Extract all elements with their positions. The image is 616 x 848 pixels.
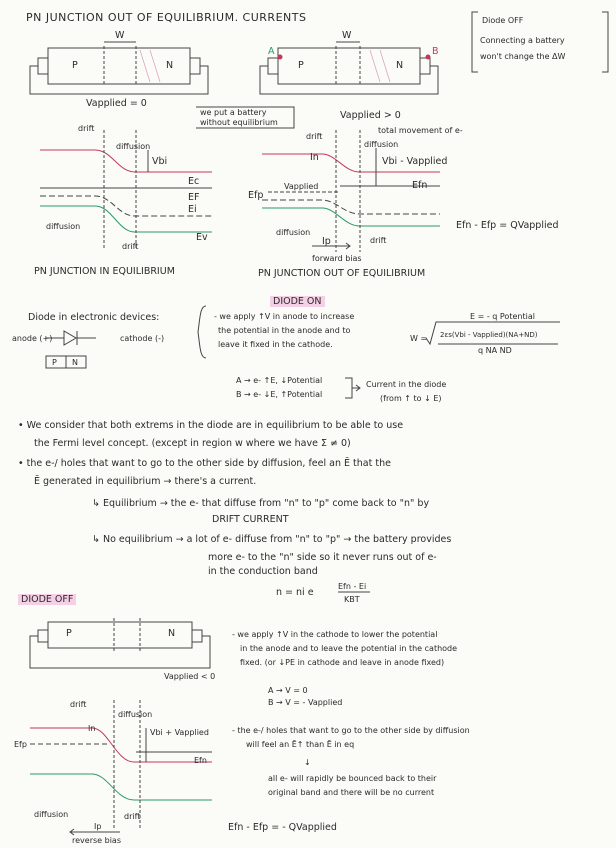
fig1-ec-label: Ec	[188, 176, 199, 187]
fig1-ei-label: Ei	[188, 204, 197, 215]
fig3-reverse-label: reverse bias	[72, 836, 121, 845]
fig2-total-label: total movement of e-	[378, 126, 463, 135]
fig2-b-label: B	[432, 46, 439, 57]
fig1-diffusion2-label: diffusion	[46, 222, 80, 231]
bullet-line-7: ↳ No equilibrium → a lot of e- diffuse f…	[92, 534, 451, 545]
fig2-w-label: W	[342, 30, 351, 41]
current-label-2: (from ↑ to ↓ E)	[380, 394, 442, 403]
fig1-caption: Vapplied = 0	[86, 98, 147, 109]
diode-off-text-1: - we apply ↑V in the cathode to lower th…	[232, 630, 437, 639]
fig1-w-label: W	[115, 30, 124, 41]
diode-off-text-3: fixed. (or ↓PE in cathode and leave in a…	[240, 658, 444, 667]
fig2-drift2-label: drift	[370, 236, 386, 245]
fig3-vbi-label: Vbi + Vapplied	[150, 728, 209, 737]
fig1-n-label: N	[166, 60, 173, 71]
fig2-note-line-1: we put a battery	[200, 108, 266, 117]
diode-off-text-2: in the anode and to leave the potential …	[240, 644, 457, 653]
cathode-label: cathode (-)	[120, 334, 164, 343]
w-equation-numerator: 2εs(Vbi - Vapplied)(NA+ND)	[440, 331, 538, 340]
bullet-line-1: • We consider that both extrems in the d…	[18, 420, 403, 431]
corner-note-line-2: Connecting a battery	[480, 36, 565, 45]
n-equation-left: n = ni e	[276, 587, 314, 598]
fig1-vbi-label: Vbi	[152, 156, 167, 167]
fig3-p-label: P	[66, 628, 72, 639]
e-equation: E = - q Potential	[470, 312, 535, 321]
bullet-line-8: more e- to the "n" side so it never runs…	[208, 552, 437, 563]
diode-off-arrow: ↓	[304, 758, 311, 767]
diode-off-text3-2: original band and there will be no curre…	[268, 788, 434, 797]
fig1-ev-label: Ev	[196, 232, 208, 243]
fig2-diffusion-label: diffusion	[364, 140, 398, 149]
bullet-line-2: the Fermi level concept. (except in regi…	[34, 438, 351, 449]
diode-off-text2-1: - the e-/ holes that want to go to the o…	[232, 726, 470, 735]
fig2-vbi-label: Vbi - Vapplied	[382, 156, 447, 167]
fig2-caption: Vapplied > 0	[340, 110, 401, 121]
fig1-drift-label: drift	[78, 124, 94, 133]
diode-on-a-line: A → e- ↑E, ↓Potential	[236, 376, 322, 385]
diode-on-heading: DIODE ON	[270, 296, 325, 307]
fig2-equation: Efn - Efp = QVapplied	[456, 220, 559, 231]
device-n-label: N	[72, 358, 78, 367]
fig2-diffusion2-label: diffusion	[276, 228, 310, 237]
fig3-diffusion2-label: diffusion	[34, 810, 68, 819]
fig3-drift2-label: drift	[124, 812, 140, 821]
diode-off-a-line: A → V = 0	[268, 686, 308, 695]
diode-off-b-line: B → V = - Vapplied	[268, 698, 342, 707]
fig2-efn-label: Efn	[412, 180, 427, 191]
fig3-caption: Vapplied < 0	[164, 672, 215, 681]
fig3-drift-label: drift	[70, 700, 86, 709]
fig2-forward-label: forward bias	[312, 254, 362, 263]
diode-on-text-2: the potential in the anode and to	[218, 326, 350, 335]
page-title: PN JUNCTION OUT OF EQUILIBRIUM. CURRENTS	[26, 12, 306, 23]
fig3-n-label: N	[168, 628, 175, 639]
fig1-diffusion-label: diffusion	[116, 142, 150, 151]
diode-off-text2-2: will feel an Ē↑ than Ē in eq	[246, 740, 354, 749]
corner-note-line-3: won't change the ΔW	[480, 52, 565, 61]
diode-off-heading: DIODE OFF	[18, 594, 76, 605]
anode-label: anode (+)	[12, 334, 52, 343]
bullet-line-6: DRIFT CURRENT	[212, 514, 289, 525]
fig3-in-label: In	[88, 724, 95, 733]
fig2-drift-label: drift	[306, 132, 322, 141]
device-p-label: P	[52, 358, 57, 367]
fig1-drift2-label: drift	[122, 242, 138, 251]
w-equation-left: W =	[410, 334, 427, 343]
fig3-diffusion-label: diffusion	[118, 710, 152, 719]
fig2-p-label: P	[298, 60, 304, 71]
w-equation-denominator: q NA ND	[478, 346, 512, 355]
bullet-line-4: Ē generated in equilibrium → there's a c…	[34, 476, 256, 487]
devices-heading: Diode in electronic devices:	[28, 312, 159, 323]
fig3-ip-label: Ip	[94, 822, 101, 831]
bullet-line-9: in the conduction band	[208, 566, 318, 577]
fig1-ef-label: EF	[188, 192, 199, 203]
fig3-efp-label: Efp	[14, 740, 27, 749]
fig2-note-line-2: without equilibrium	[200, 118, 278, 127]
bullet-line-5: ↳ Equilibrium → the e- that diffuse from…	[92, 498, 429, 509]
bullet-line-3: • the e-/ holes that want to go to the o…	[18, 458, 391, 469]
fig2-in-label: In	[310, 152, 319, 163]
diode-on-text-1: - we apply ↑V in anode to increase	[214, 312, 354, 321]
n-equation-denominator: KBT	[344, 595, 360, 604]
n-equation-numerator: Efn - Ei	[338, 582, 366, 591]
diode-off-text3-1: all e- will rapidly be bounced back to t…	[268, 774, 436, 783]
fig3-efn-label: Efn	[194, 756, 207, 765]
fig2-vapplied-label: Vapplied	[284, 182, 318, 191]
corner-note-line-1: Diode OFF	[482, 16, 523, 25]
fig2-ip-label: Ip	[322, 236, 331, 247]
diode-off-equation: Efn - Efp = - QVapplied	[228, 822, 337, 833]
current-label: Current in the diode	[366, 380, 446, 389]
fig2-title: PN JUNCTION OUT OF EQUILIBRIUM	[258, 268, 425, 279]
fig2-a-label: A	[268, 46, 275, 57]
fig2-efp-label: Efp	[248, 190, 263, 201]
diode-on-b-line: B → e- ↓E, ↑Potential	[236, 390, 322, 399]
fig1-p-label: P	[72, 60, 78, 71]
fig2-n-label: N	[396, 60, 403, 71]
diode-on-text-3: leave it fixed in the cathode.	[218, 340, 333, 349]
fig1-title: PN JUNCTION IN EQUILIBRIUM	[34, 266, 175, 277]
